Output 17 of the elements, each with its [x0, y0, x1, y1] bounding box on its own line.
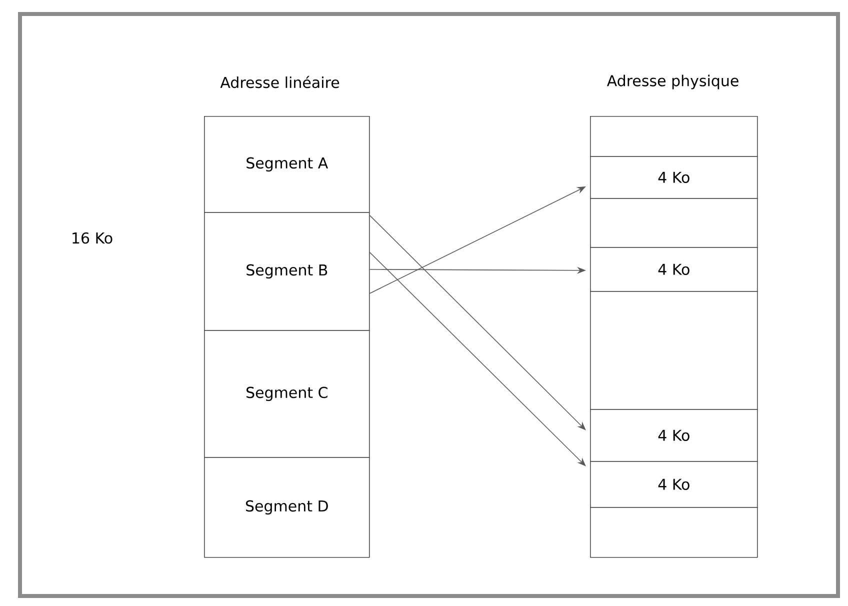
arrow	[369, 252, 586, 466]
empty-cell	[590, 116, 758, 157]
memory-cell: 4 Ko	[590, 409, 758, 462]
empty-cell	[590, 507, 758, 558]
memory-cell: 4 Ko	[590, 156, 758, 199]
size-label: 16 Ko	[72, 232, 112, 244]
column-heading: Adresse linéaire	[220, 76, 340, 88]
column-heading: Adresse physique	[606, 74, 738, 90]
memory-cell: Segment A	[204, 116, 370, 213]
memory-cell: 4 Ko	[590, 461, 758, 508]
memory-cell: Segment B	[204, 212, 370, 331]
memory-cell: Segment D	[204, 457, 370, 558]
arrow	[369, 215, 586, 430]
empty-cell	[590, 291, 758, 410]
memory-cell: 4 Ko	[590, 247, 758, 292]
memory-cell: Segment C	[204, 330, 370, 458]
empty-cell	[590, 198, 758, 248]
